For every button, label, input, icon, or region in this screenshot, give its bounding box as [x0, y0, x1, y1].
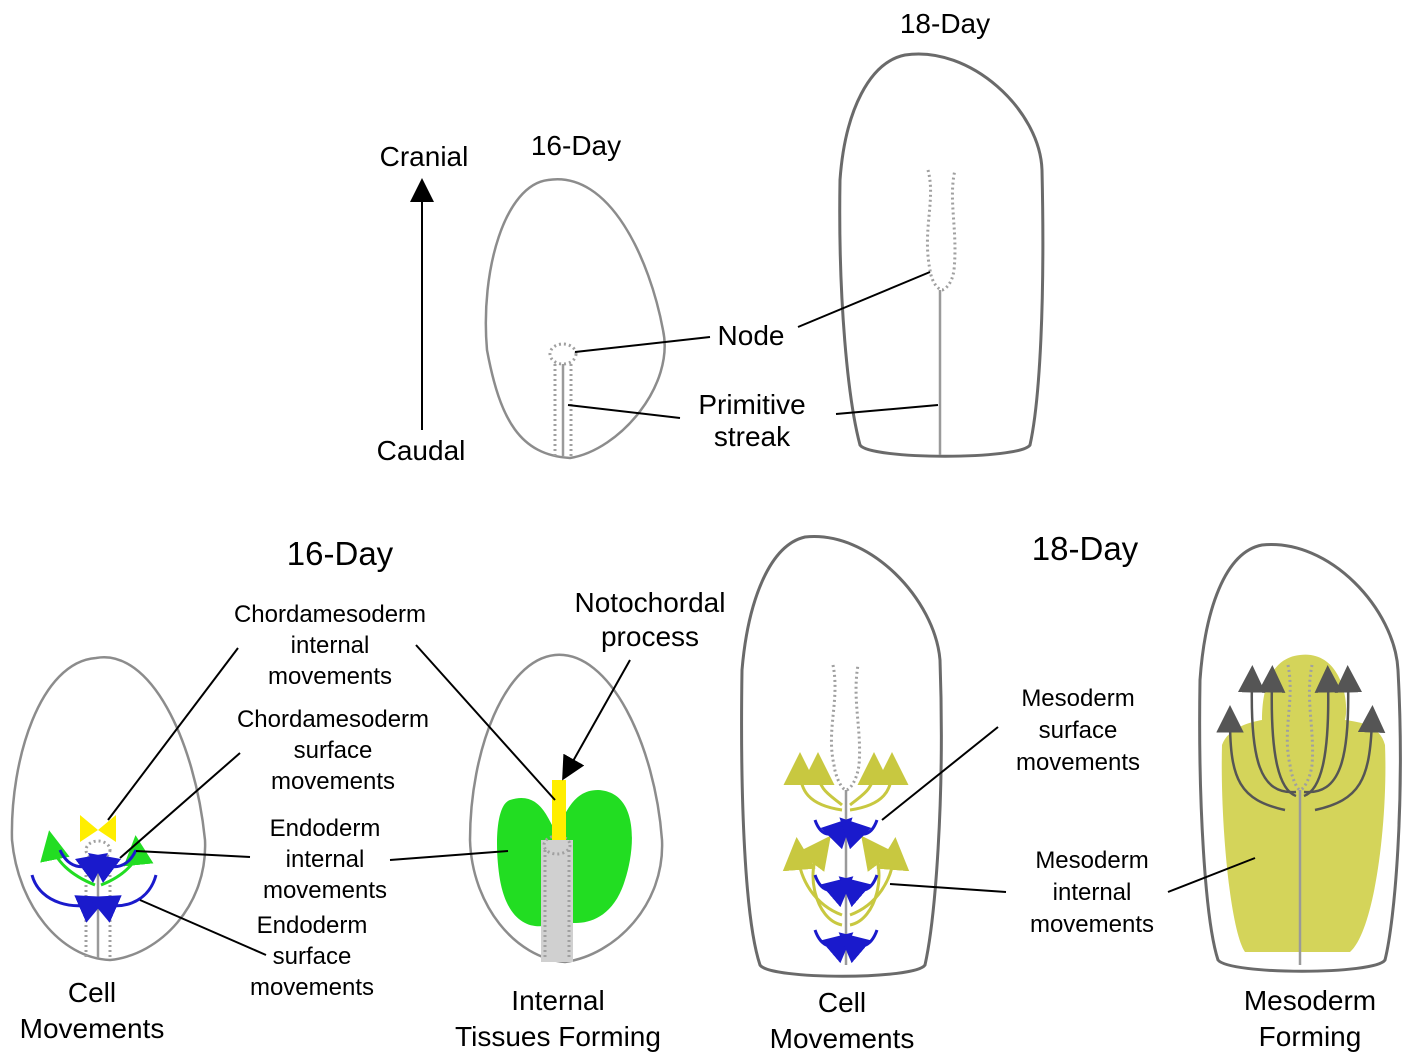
node-leader-18	[798, 272, 930, 327]
endo-surface-leader	[140, 900, 266, 955]
caption-meso-2: Forming	[1259, 1021, 1362, 1052]
notochordal-label-2: process	[601, 621, 699, 652]
top-embryo-18-day: 18-Day	[840, 8, 1043, 456]
embryo-outline	[742, 537, 942, 977]
mesoderm-arrow	[850, 770, 874, 805]
internal-tissues-16-embryo	[470, 655, 662, 962]
orientation-axis: Cranial Caudal	[377, 141, 469, 466]
endo-surface-1: Endoderm	[257, 912, 368, 939]
top-18-day-title: 18-Day	[900, 8, 990, 39]
mesoderm-surface-arrow	[850, 930, 877, 946]
caption-cell-18-1: Cell	[818, 987, 866, 1018]
endo-internal-2: internal	[286, 846, 365, 873]
mesoderm-surface-arrow	[850, 820, 877, 834]
chordamesoderm-surface-arrow-left	[60, 850, 96, 867]
bottom-18-day-title: 18-Day	[1032, 530, 1139, 567]
chordamesoderm-arrows	[80, 815, 116, 842]
streak-label-1: Primitive	[698, 389, 805, 420]
chorda-internal-2: internal	[291, 632, 370, 659]
endo-internal-leader-right	[390, 851, 508, 860]
chorda-surface-2: surface	[294, 737, 373, 764]
mesoderm-region	[1222, 655, 1386, 952]
mesoderm-surface-arrow	[815, 875, 842, 890]
notochordal-arrow	[568, 660, 630, 770]
chorda-internal-3: movements	[268, 663, 392, 690]
caption-internal-1: Internal	[511, 985, 604, 1016]
streak-label-2: streak	[714, 421, 791, 452]
endo-internal-leader-left	[136, 851, 250, 857]
node-marker	[831, 665, 859, 790]
node-marker	[550, 344, 576, 364]
meso-surface-1: Mesoderm	[1021, 685, 1134, 712]
chorda-surface-leader	[120, 753, 240, 858]
endo-internal-3: movements	[263, 877, 387, 904]
node-label: Node	[718, 320, 785, 351]
top-labels: Node Primitive streak	[568, 272, 938, 452]
caption-cell-16-2: Movements	[20, 1013, 165, 1044]
streak-leader-16	[568, 405, 680, 418]
endo-surface-3: movements	[250, 974, 374, 1001]
node-marker	[86, 841, 110, 859]
chorda-surface-3: movements	[271, 768, 395, 795]
notochordal-process-region	[552, 780, 566, 840]
node-leader-16	[575, 337, 710, 352]
mesoderm-arrow	[818, 770, 842, 805]
caudal-label: Caudal	[377, 435, 466, 466]
endo-internal-1: Endoderm	[270, 815, 381, 842]
bottom-16-day-title: 16-Day	[287, 535, 394, 572]
notochordal-label-1: Notochordal	[575, 587, 726, 618]
mesoderm-surface-arrow	[850, 875, 877, 890]
mesoderm-forming-18-embryo	[1200, 545, 1401, 972]
embryo-outline	[840, 54, 1043, 456]
cranial-label: Cranial	[380, 141, 469, 172]
meso-internal-3: movements	[1030, 911, 1154, 938]
node-marker	[927, 170, 955, 290]
chorda-internal-leader-left	[108, 648, 238, 820]
chorda-internal-1: Chordamesoderm	[234, 601, 426, 628]
caption-cell-16-1: Cell	[68, 977, 116, 1008]
caption-meso-1: Mesoderm	[1244, 985, 1376, 1016]
top-16-day-title: 16-Day	[531, 130, 621, 161]
chorda-internal-leader-right	[416, 645, 555, 800]
mesoderm-arrow	[850, 770, 892, 810]
caption-cell-18-2: Movements	[770, 1023, 915, 1054]
meso-internal-2: internal	[1053, 879, 1132, 906]
top-embryo-16-day: 16-Day	[486, 130, 665, 458]
embryo-outline	[486, 179, 665, 458]
endo-surface-2: surface	[273, 943, 352, 970]
meso-internal-leader-left	[890, 884, 1006, 892]
cell-movements-18-embryo	[742, 537, 942, 977]
meso-surface-2: surface	[1039, 717, 1118, 744]
mesoderm-surface-arrow	[815, 930, 842, 946]
mesoderm-surface-arrow	[815, 820, 842, 834]
caption-internal-2: Tissues Forming	[455, 1021, 661, 1052]
chorda-surface-1: Chordamesoderm	[237, 706, 429, 733]
meso-internal-1: Mesoderm	[1035, 847, 1148, 874]
meso-surface-3: movements	[1016, 749, 1140, 776]
